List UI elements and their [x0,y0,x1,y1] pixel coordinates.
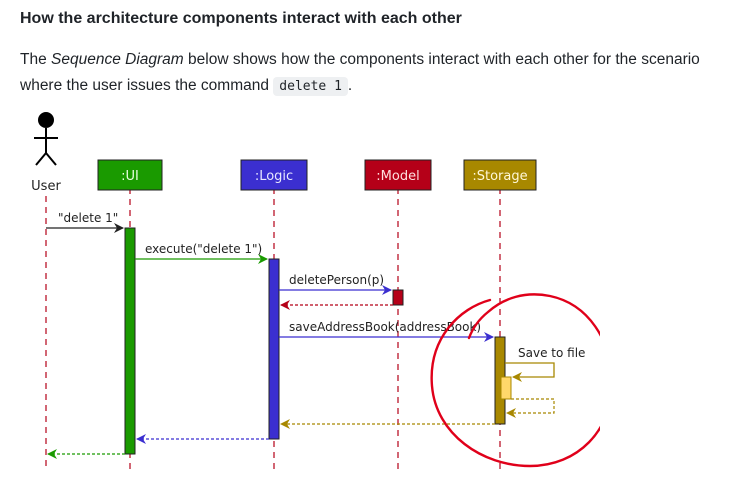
logic-participant-label: :Logic [255,169,293,184]
ui-participant-label: :UI [121,169,139,184]
model-participant-box [364,159,432,191]
user-to-ui-label: "delete 1" [58,211,118,225]
ui-activation-bar [124,227,136,455]
storage-self-call-arrow [505,362,555,382]
user-actor-label: User [31,179,61,194]
storage-self-call-label: Save to file [518,346,585,360]
logic-to-model-label: deletePerson(p) [289,273,384,287]
section-heading: How the architecture components interact… [20,10,462,27]
model-activation-bar [392,289,404,306]
model-participant-label: :Model [376,169,419,184]
para-text-after: . [347,77,353,94]
storage-participant-box [463,159,537,191]
sequence-diagram: User :UI :Logic :Model :Storage "delete … [20,108,614,488]
storage-nested-activation [500,376,512,400]
storage-self-return-arrow [506,398,555,418]
para-emphasis: Sequence Diagram [51,51,184,68]
sequence-diagram-svg: User :UI :Logic :Model :Storage "delete … [31,112,614,470]
para-text-before: The [20,51,52,68]
logic-activation-bar [268,258,280,440]
storage-participant-label: :Storage [472,169,527,184]
inline-code: delete 1 [273,77,348,96]
ui-participant-box [97,159,163,191]
description-paragraph: The Sequence Diagram below shows how the… [20,47,730,100]
logic-to-storage-label: saveAddressBook(addressBook) [289,320,481,334]
ui-to-logic-label: execute("delete 1") [145,242,262,256]
logic-participant-box [240,159,308,191]
para-text-middle: below shows how the components interact … [20,51,700,94]
user-actor-icon [34,112,58,166]
